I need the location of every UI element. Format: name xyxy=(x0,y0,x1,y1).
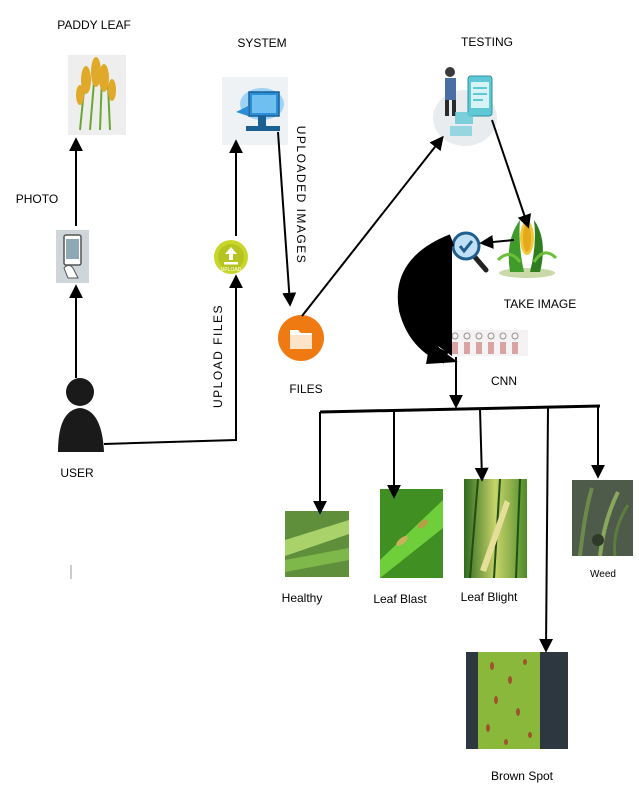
user-label: USER xyxy=(60,466,94,480)
weed-image xyxy=(572,480,633,557)
testing-label: TESTING xyxy=(461,35,513,49)
connectors xyxy=(69,119,605,653)
corn-plant-icon xyxy=(496,220,558,278)
curved-flow-arrow xyxy=(397,234,458,364)
weed-label: Weed xyxy=(590,569,616,580)
paddy-leaf-image xyxy=(68,55,126,135)
testing-person-icon xyxy=(433,67,497,146)
leaf-blast-image xyxy=(380,489,443,578)
uploaded-images-label: UPLOADED IMAGES xyxy=(294,126,308,265)
phone-photo-icon xyxy=(56,230,89,283)
paddy-leaf-label: PADDY LEAF xyxy=(57,18,131,32)
magnifier-icon xyxy=(451,231,489,273)
user-icon xyxy=(58,378,104,452)
upload-badge-text: UPLOAD xyxy=(221,267,242,273)
files-label: FILES xyxy=(289,382,322,396)
healthy-leaf-image xyxy=(285,511,349,577)
cnn-label: CNN xyxy=(491,374,517,388)
photo-label: PHOTO xyxy=(16,192,58,206)
upload-icon: UPLOAD xyxy=(214,240,248,274)
take-image-label: TAKE IMAGE xyxy=(504,297,576,311)
brown-spot-image xyxy=(466,652,568,749)
computer-system-icon xyxy=(222,77,288,145)
folder-files-icon xyxy=(278,315,324,361)
brown-spot-label: Brown Spot xyxy=(491,769,554,783)
leaf-blight-image xyxy=(464,478,527,579)
upload-files-label: UPLOAD FILES xyxy=(211,304,225,408)
leaf-blast-label: Leaf Blast xyxy=(373,592,427,606)
cnn-network-icon xyxy=(448,330,528,356)
leaf-blight-label: Leaf Blight xyxy=(461,590,518,604)
healthy-label: Healthy xyxy=(282,591,323,605)
system-label: SYSTEM xyxy=(237,36,286,50)
